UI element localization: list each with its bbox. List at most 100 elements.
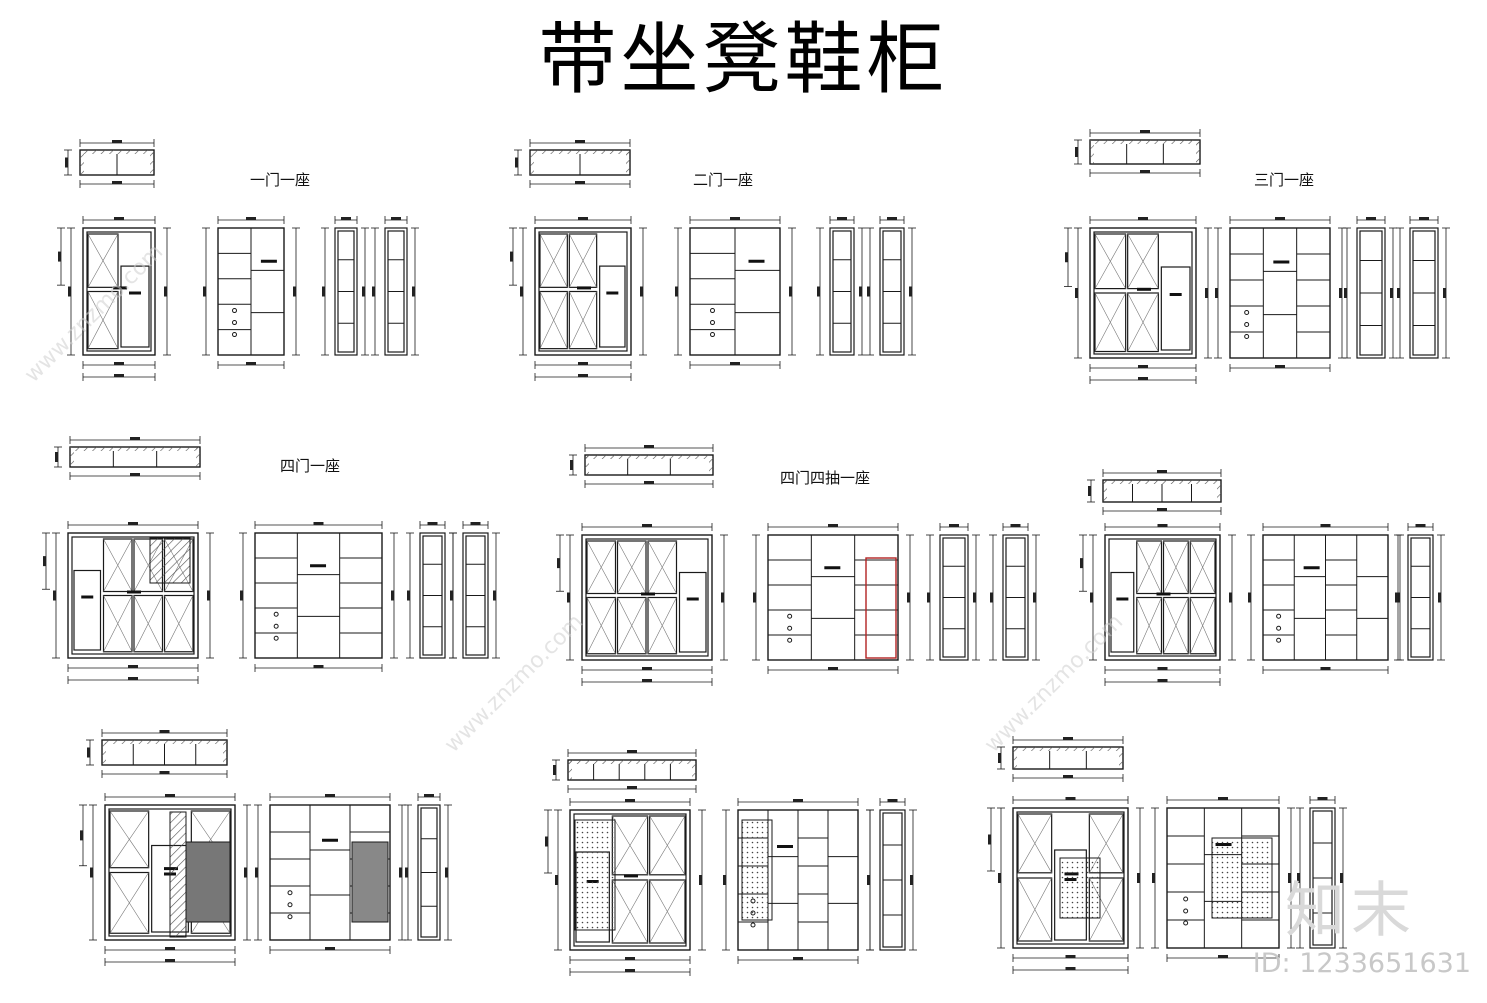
dimension-text-mark bbox=[1438, 592, 1441, 603]
seat-bench bbox=[120, 265, 150, 348]
dimension-text-mark bbox=[817, 286, 820, 297]
plan-hatch bbox=[223, 740, 227, 765]
dimension-text-mark bbox=[793, 799, 803, 802]
dimension-text-mark bbox=[578, 217, 588, 220]
dimension-text-mark bbox=[793, 957, 803, 960]
dimension-text-mark bbox=[1297, 873, 1300, 883]
dimension-text-mark bbox=[450, 590, 453, 601]
door-swing-line bbox=[128, 872, 149, 934]
side-section bbox=[939, 534, 969, 661]
door-handle bbox=[322, 838, 338, 842]
door-swing-line bbox=[661, 597, 677, 654]
label-four-door-one-seat: 四门一座 bbox=[280, 457, 341, 475]
side-section bbox=[879, 809, 906, 951]
dimension-text-mark bbox=[1205, 288, 1208, 298]
dimension-text-mark bbox=[998, 753, 1001, 763]
front-elevation bbox=[534, 227, 632, 356]
drawer-knob bbox=[1183, 920, 1189, 926]
dimension-text-mark bbox=[391, 217, 401, 220]
dimension-text-mark bbox=[949, 524, 959, 527]
door-swing-line bbox=[1017, 877, 1036, 942]
plan-hatch bbox=[80, 150, 84, 175]
dimension-text-mark bbox=[1397, 288, 1400, 298]
perforated-panel bbox=[741, 819, 773, 921]
door-swing-line bbox=[629, 815, 648, 875]
seat-bench bbox=[599, 265, 626, 348]
dimension-text-mark bbox=[405, 867, 408, 878]
dimension-text-mark bbox=[1218, 797, 1228, 800]
dimension-text-mark bbox=[1075, 147, 1078, 157]
dimension-text-mark bbox=[699, 875, 702, 885]
front-inner bbox=[1016, 811, 1125, 945]
dimension-text-mark bbox=[1065, 797, 1076, 800]
dimension-text-mark bbox=[203, 286, 206, 297]
plan-hatch bbox=[70, 447, 74, 467]
dimension-text-mark bbox=[1137, 873, 1140, 883]
door-handle bbox=[777, 845, 793, 848]
dimension-text-mark bbox=[313, 522, 324, 525]
door-handle bbox=[1273, 260, 1290, 264]
door-swing-line bbox=[1148, 540, 1162, 594]
dimension-text-mark bbox=[399, 867, 402, 878]
door-handle bbox=[1137, 287, 1151, 291]
upper-door bbox=[586, 540, 617, 595]
dimension-text-mark bbox=[642, 524, 652, 527]
upper-door bbox=[649, 815, 686, 876]
dimension-text-mark bbox=[1065, 955, 1076, 958]
dimension-text-mark bbox=[625, 957, 635, 960]
plan-hatch bbox=[709, 455, 713, 475]
door-swing-line bbox=[1094, 292, 1111, 352]
dimension-text-mark bbox=[424, 794, 434, 797]
lower-door bbox=[616, 596, 647, 655]
dimension-text-mark bbox=[644, 445, 654, 448]
plan-hatch bbox=[1103, 480, 1221, 484]
door-handle bbox=[686, 597, 699, 601]
dimension-text-mark bbox=[1419, 217, 1429, 220]
dimension-text-mark bbox=[112, 140, 122, 143]
door-swing-line bbox=[178, 595, 194, 652]
lower-door bbox=[133, 594, 164, 653]
door-handle bbox=[824, 566, 841, 570]
plan-hatch bbox=[568, 760, 572, 780]
interior-elevation bbox=[1166, 807, 1280, 949]
side-section bbox=[1356, 227, 1386, 359]
dimension-text-mark bbox=[159, 771, 170, 774]
dimension-text-mark bbox=[753, 592, 756, 603]
dimension-text-mark bbox=[90, 867, 93, 878]
plan-hatch bbox=[150, 150, 154, 175]
label-one-door-one-seat: 一门一座 bbox=[250, 171, 311, 189]
dimension-text-mark bbox=[391, 590, 394, 601]
door-swing-line bbox=[128, 810, 149, 868]
dimension-text-mark bbox=[990, 592, 993, 603]
front-elevation bbox=[1104, 534, 1221, 661]
door-handle bbox=[606, 291, 619, 295]
plan-hatch bbox=[1090, 140, 1094, 164]
front-inner bbox=[86, 231, 152, 352]
dimension-text-mark bbox=[1415, 524, 1426, 527]
lower-door bbox=[1189, 596, 1216, 655]
dimension-text-mark bbox=[575, 181, 585, 184]
front-elevation bbox=[67, 532, 199, 659]
upper-door bbox=[1162, 540, 1189, 595]
dimension-text-mark bbox=[325, 947, 335, 950]
dimension-text-mark bbox=[642, 667, 652, 670]
door-handle bbox=[748, 259, 765, 263]
front-inner bbox=[1108, 538, 1217, 657]
front-elevation bbox=[1089, 227, 1197, 359]
dimension-text-mark bbox=[313, 665, 324, 668]
dimension-text-mark bbox=[130, 473, 140, 476]
dimension-text-mark bbox=[1157, 667, 1168, 670]
door-handle bbox=[624, 874, 638, 878]
dimension-text-mark bbox=[412, 286, 415, 297]
dimension-text-mark bbox=[493, 590, 496, 601]
dimension-text-mark bbox=[887, 799, 898, 802]
dimension-text-mark bbox=[1443, 288, 1446, 298]
drawer-knob bbox=[750, 922, 756, 928]
door-swing-line bbox=[164, 595, 180, 652]
plan-hatch bbox=[102, 740, 227, 744]
door-swing-line bbox=[1175, 540, 1189, 594]
plan-hatch bbox=[585, 455, 713, 459]
dimension-text-mark bbox=[165, 794, 175, 797]
lower-door bbox=[586, 596, 617, 655]
